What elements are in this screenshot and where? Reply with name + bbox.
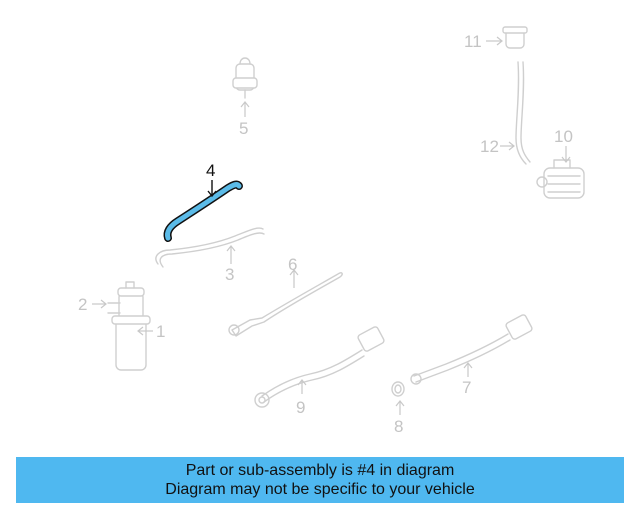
banner-line-1: Part or sub-assembly is #4 in diagram (185, 462, 455, 479)
callout-1: 1 (156, 322, 165, 341)
part-6-sensor (228, 272, 343, 337)
callout-5: 5 (239, 119, 248, 138)
part-4-highlighted-hose (163, 180, 243, 242)
part-3-hose (155, 227, 265, 268)
callout-11: 11 (464, 32, 482, 51)
part-12-tube (515, 61, 531, 165)
callout-10: 10 (554, 127, 573, 146)
part-9-sensor (254, 326, 385, 408)
banner-line-2: Diagram may not be specific to your vehi… (165, 481, 475, 498)
callout-9: 9 (296, 398, 305, 417)
callout-12: 12 (480, 137, 499, 156)
part-4-highlight-fill (165, 182, 242, 241)
part-10-pump (536, 159, 585, 199)
part-5-valve (232, 57, 258, 99)
part-8-washer (391, 381, 405, 397)
exploded-parts-diagram: 1 2 3 4 5 6 7 8 (78, 26, 585, 436)
part-1-shock-absorber (107, 281, 151, 371)
callout-3: 3 (225, 265, 234, 284)
callout-6: 6 (288, 255, 297, 274)
part-11-reservoir (502, 26, 528, 49)
info-banner: Part or sub-assembly is #4 in diagram Di… (16, 457, 624, 503)
callout-8: 8 (394, 417, 403, 436)
part-7-sensor (410, 314, 533, 385)
callout-2: 2 (78, 295, 87, 314)
callout-7: 7 (462, 378, 471, 397)
callout-4: 4 (206, 161, 215, 180)
